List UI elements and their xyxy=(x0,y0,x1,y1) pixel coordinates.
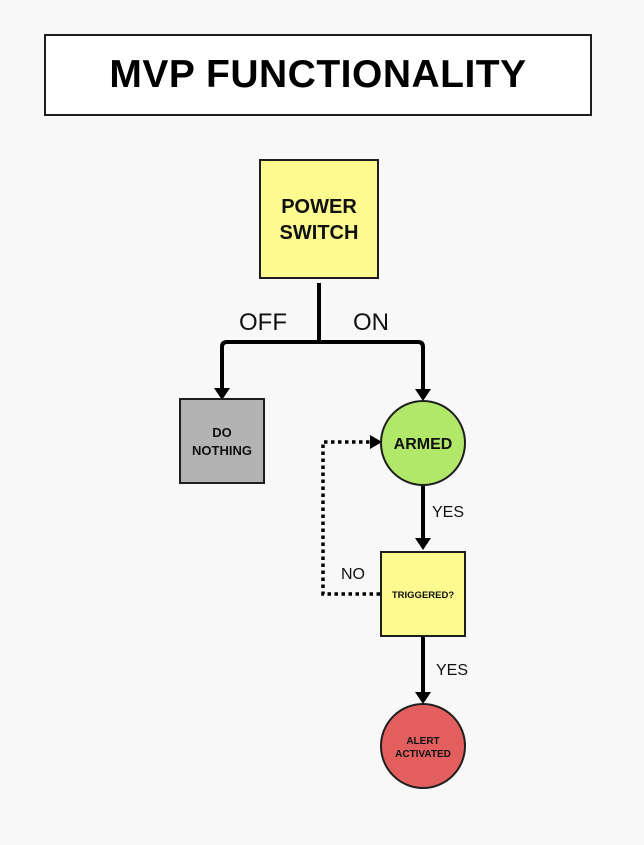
do-nothing-box xyxy=(179,398,265,484)
armed-circle xyxy=(380,400,466,486)
edge-label-yes-armed: YES xyxy=(432,504,464,521)
edge-label-no: NO xyxy=(341,566,365,583)
diagram-title: MVP FUNCTIONALITY xyxy=(109,53,527,96)
connector-on-branch xyxy=(319,340,425,391)
node-do-nothing: DO NOTHING xyxy=(179,398,265,484)
edge-label-yes-triggered: YES xyxy=(436,662,468,679)
triggered-label: TRIGGERED? xyxy=(392,590,454,601)
title-box: MVP FUNCTIONALITY xyxy=(44,34,592,116)
do-nothing-label-line1: DO xyxy=(212,425,232,440)
arrowhead-armed xyxy=(415,389,431,401)
node-power-switch: POWER SWITCH xyxy=(259,159,379,279)
edge-label-off: OFF xyxy=(239,309,287,336)
connector-off-branch xyxy=(220,340,319,390)
power-switch-label-line2: SWITCH xyxy=(280,222,359,244)
arrowhead-triggered xyxy=(415,538,431,550)
alert-label-line2: ACTIVATED xyxy=(395,749,451,760)
node-triggered: TRIGGERED? xyxy=(380,551,466,637)
triggered-box xyxy=(380,551,466,637)
node-armed: ARMED xyxy=(380,400,466,486)
alert-label-line1: ALERT xyxy=(406,736,439,747)
arrowhead-do-nothing xyxy=(214,388,230,400)
edge-label-on: ON xyxy=(353,309,389,336)
alert-circle xyxy=(380,703,466,789)
arrowhead-no-loop xyxy=(370,435,382,449)
power-switch-box xyxy=(259,159,379,279)
armed-label: ARMED xyxy=(394,436,453,453)
arrowhead-alert xyxy=(415,692,431,704)
connector-no-loop xyxy=(321,440,380,596)
power-switch-label-line1: POWER xyxy=(281,196,357,218)
node-alert-activated: ALERT ACTIVATED xyxy=(380,703,466,789)
do-nothing-label-line2: NOTHING xyxy=(192,443,252,458)
